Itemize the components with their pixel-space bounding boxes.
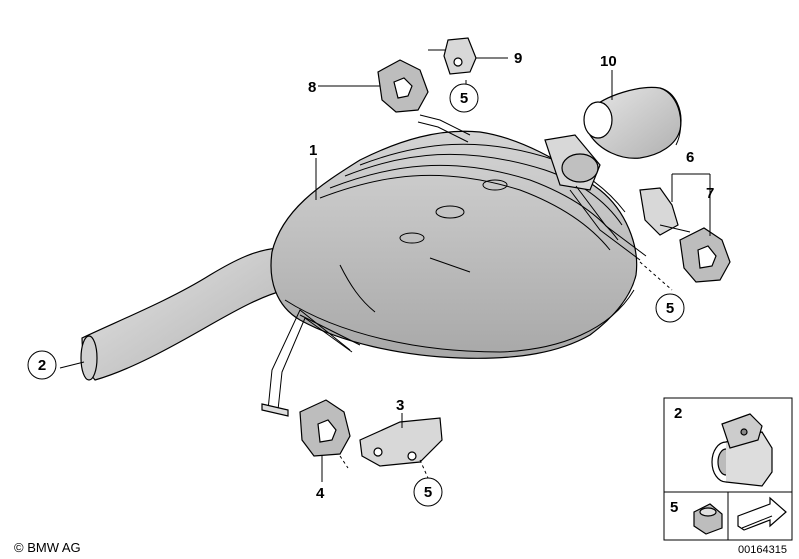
inlet-pipe <box>80 247 286 381</box>
clamp-icon <box>711 413 773 487</box>
document-number: 00164315 <box>738 544 787 556</box>
callout-4: 4 <box>316 485 325 502</box>
right-hanger-rod <box>569 185 647 261</box>
outlet-stub <box>544 134 601 191</box>
bracket-3 <box>359 417 443 467</box>
svg-text:2: 2 <box>38 357 46 374</box>
bracket-6 <box>639 187 691 236</box>
tailpipe <box>583 86 682 159</box>
callout-3: 3 <box>396 397 404 414</box>
rubber-mount-8 <box>377 59 429 113</box>
arrow-icon <box>737 496 787 531</box>
svg-text:5: 5 <box>666 300 674 317</box>
callout-7: 7 <box>706 185 714 202</box>
lower-hanger-rod <box>261 309 361 417</box>
callout-6: 6 <box>686 149 694 166</box>
circled-callout-2: 2 <box>27 350 57 380</box>
circled-callout-5-bottom: 5 <box>413 477 443 507</box>
legend-number-5: 5 <box>670 499 678 516</box>
callout-1: 1 <box>309 142 317 159</box>
legend-panel: 2 5 <box>663 397 793 541</box>
circled-callout-5-right: 5 <box>655 293 685 323</box>
callout-10: 10 <box>600 53 617 70</box>
circled-callout-5-top: 5 <box>449 83 479 113</box>
callout-8: 8 <box>308 79 316 96</box>
rear-muffler <box>270 130 638 359</box>
upper-hanger-rod <box>417 114 471 143</box>
legend-number-2: 2 <box>674 405 682 422</box>
rubber-mount-4 <box>299 399 351 457</box>
svg-text:5: 5 <box>424 484 432 501</box>
bracket-9 <box>428 37 477 75</box>
nut-icon <box>693 503 723 535</box>
callout-9: 9 <box>514 50 522 67</box>
leader-lines <box>59 57 711 482</box>
copyright: © BMW AG <box>14 540 81 555</box>
circled-callouts: 2 5 5 5 <box>27 83 685 507</box>
callouts: 1 3 4 6 7 8 9 10 <box>308 50 714 502</box>
rubber-mount-7 <box>679 227 731 283</box>
svg-text:5: 5 <box>460 90 468 107</box>
